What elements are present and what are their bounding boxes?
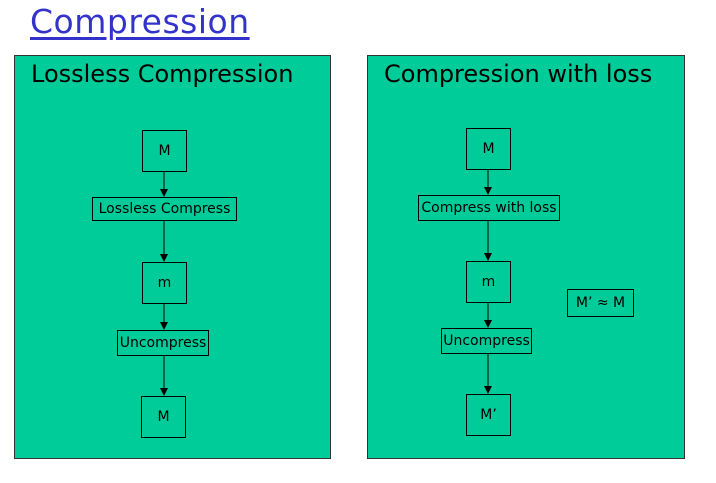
left-node-output: M <box>141 396 186 438</box>
page-title: Compression <box>30 2 250 41</box>
lossy-panel: Compression with loss <box>367 55 685 459</box>
right-node-uncompress: Uncompress <box>441 328 532 354</box>
lossless-panel-title: Lossless Compression <box>31 60 294 88</box>
lossless-panel: Lossless Compression <box>14 55 331 459</box>
right-node-output: M’ <box>466 394 511 436</box>
left-node-compressed: m <box>142 262 187 304</box>
right-node-input: M <box>466 128 511 170</box>
approx-note: M’ ≈ M <box>567 289 634 317</box>
right-node-compress: Compress with loss <box>418 195 560 221</box>
right-node-compressed: m <box>466 261 511 303</box>
left-node-uncompress: Uncompress <box>117 330 209 356</box>
lossy-panel-title: Compression with loss <box>384 60 653 88</box>
left-node-compress: Lossless Compress <box>92 197 237 221</box>
left-node-input: M <box>142 130 187 172</box>
